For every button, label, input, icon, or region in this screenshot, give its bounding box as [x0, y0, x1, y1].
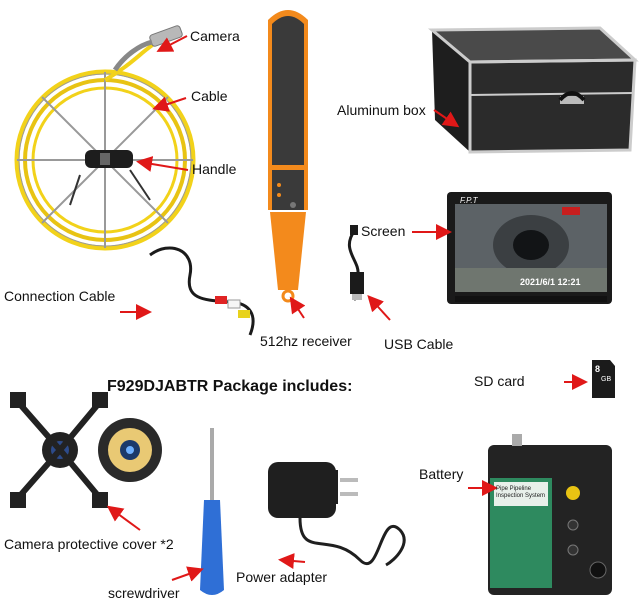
label-protective-cover: Camera protective cover *2	[4, 536, 174, 552]
usb-cable	[347, 225, 364, 301]
power-adapter	[268, 462, 406, 567]
label-camera: Camera	[190, 28, 240, 44]
package-title: F929DJABTR Package includes:	[107, 378, 353, 395]
label-cable: Cable	[191, 88, 228, 104]
battery-pack	[488, 434, 612, 595]
connection-cable	[149, 246, 255, 336]
sd-card-size: 8	[595, 364, 601, 374]
reel-handle	[69, 150, 151, 206]
screen-timestamp: 2021/6/1 12:21	[520, 277, 581, 287]
label-connection-cable: Connection Cable	[4, 288, 116, 304]
label-power-adapter: Power adapter	[236, 569, 328, 585]
label-sd-card: SD card	[474, 373, 525, 389]
protective-cover-cross	[10, 392, 108, 508]
sd-card-image	[592, 360, 615, 398]
pointer-arrows	[106, 35, 588, 582]
screwdriver-tool	[200, 428, 224, 595]
label-battery: Battery	[419, 466, 464, 482]
battery-panel-title: Pipe Pipeline Inspection System	[496, 486, 546, 499]
label-usb-cable: USB Cable	[384, 336, 454, 352]
aluminum-box	[427, 26, 639, 154]
label-aluminum-box: Aluminum box	[337, 102, 426, 118]
protective-cover-round	[98, 418, 162, 482]
label-screen: Screen	[361, 223, 406, 239]
cable-reel	[14, 36, 196, 251]
monitor	[447, 192, 612, 304]
sd-card-unit: GB	[601, 376, 612, 383]
receiver-device	[268, 10, 308, 303]
label-receiver: 512hz receiver	[260, 333, 352, 349]
label-handle: Handle	[192, 161, 237, 177]
screen-brand: F.P.T	[460, 196, 478, 205]
label-screwdriver: screwdriver	[108, 585, 180, 601]
